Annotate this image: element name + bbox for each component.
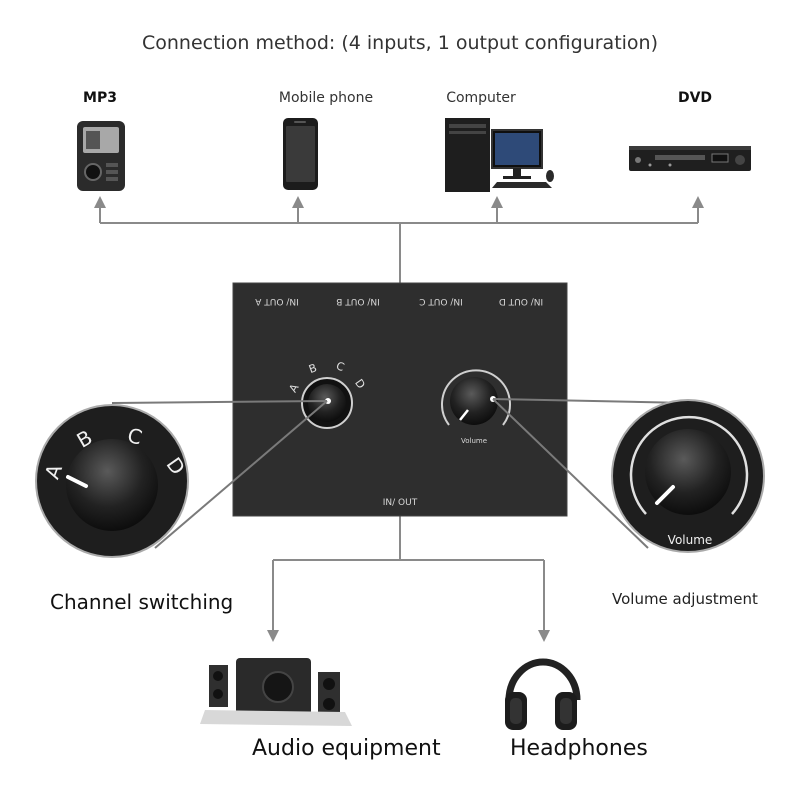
speaker-system-icon [200,658,352,726]
channel-knob-zoom [35,404,189,558]
port-label-d: IN/ OUT D [499,296,543,306]
mp3-player-icon [77,121,125,191]
volume-knob-zoom [611,399,765,553]
computer-icon [445,118,554,192]
port-label-c: IN/ OUT C [419,296,463,306]
knob-letter-c: C [334,359,346,374]
source-label-computer: Computer [446,90,516,106]
diagram-title: Connection method: (4 inputs, 1 output c… [141,32,659,54]
port-label-a: IN/ OUT A [254,296,298,306]
zoom-lines [111,398,689,549]
input-connectors [94,196,704,283]
source-label-dvd: DVD [677,90,713,106]
headphones-icon [505,658,581,730]
zoom-line-volume-bottom [492,398,649,549]
volume-knob-label: Volume [461,437,487,445]
dvd-player-icon [629,146,751,171]
channel-switching-label: Channel switching [50,590,234,614]
bottom-port-label: IN/ OUT [383,498,418,508]
channel-knob [301,377,353,429]
knob-letter-b: B [307,361,319,376]
channel-zoom-letter-c: C [125,423,145,450]
source-label-mobile-phone: Mobile phone [278,90,374,106]
zoom-line-channel-top [111,400,328,404]
output-label-headphones: Headphones [510,736,648,761]
output-connectors [267,516,550,642]
zoom-line-channel-bottom [154,400,328,549]
volume-zoom-label: Volume [668,533,713,547]
port-labels: IN/ OUT A IN/ OUT B IN/ OUT C IN/ OUT D [254,296,543,306]
volume-adjustment-label: Volume adjustment [612,590,758,608]
mobile-phone-icon [283,118,318,190]
output-label-audio-equipment: Audio equipment [252,736,441,761]
port-label-b: IN/ OUT B [336,296,379,306]
zoom-line-volume-top [492,398,689,404]
source-label-mp3: MP3 [83,90,117,106]
